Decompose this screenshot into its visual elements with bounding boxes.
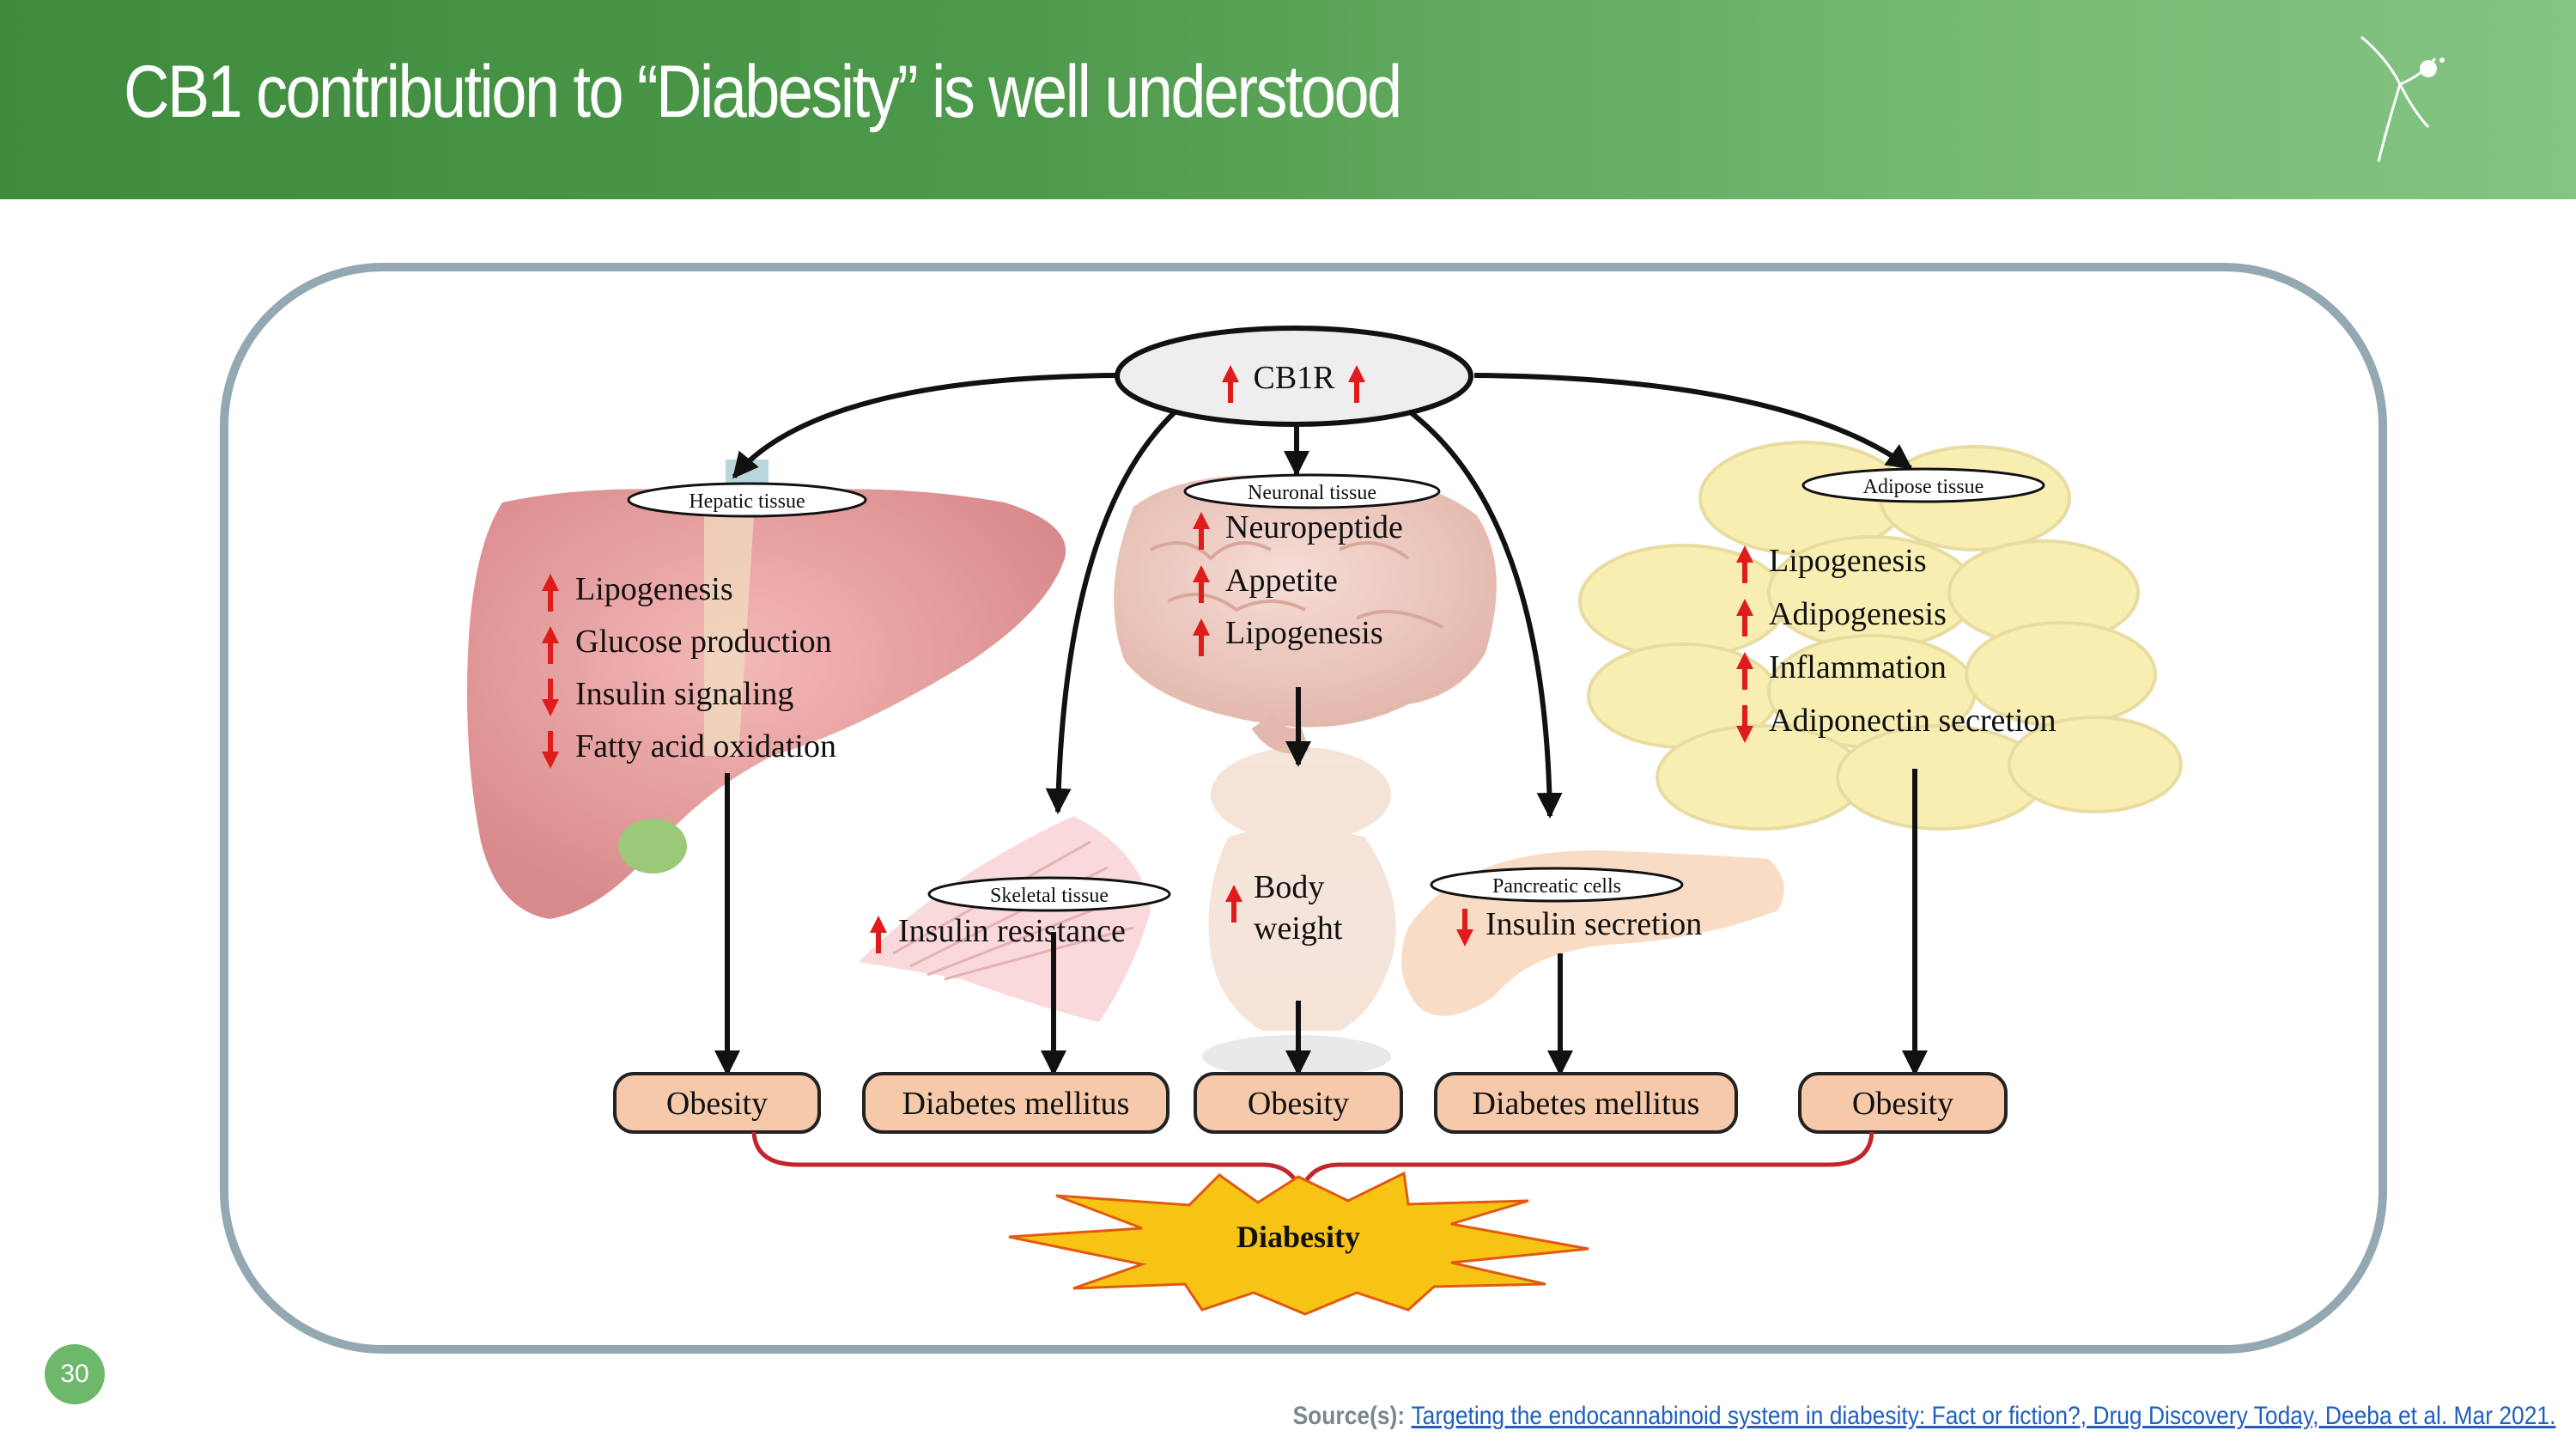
arrow-up-icon [1193, 618, 1210, 656]
connector-arrows [714, 373, 1928, 1076]
hepatic-effect: Fatty acid oxidation [575, 728, 836, 764]
direction-arrows [542, 512, 1753, 953]
outcome-boxes [613, 1072, 2008, 1134]
source-citation: Source(s): Targeting the endocannabinoid… [1292, 1402, 2555, 1431]
arrow-up-icon [1222, 365, 1239, 403]
hepatic-effect: Glucose production [575, 624, 832, 660]
adipose-effect: Lipogenesis [1769, 543, 1927, 579]
skeletal-tissue-label: Skeletal tissue [990, 885, 1109, 907]
neuronal-effect: Lipogenesis [1225, 615, 1383, 651]
logo-figure-icon [2360, 35, 2445, 162]
hepatic-effect: Lipogenesis [575, 571, 733, 607]
hepatic-tissue-label: Hepatic tissue [689, 490, 805, 513]
body-weight-label: Body [1254, 869, 1324, 905]
source-prefix: Source(s): [1292, 1402, 1412, 1430]
arrow-up-icon [870, 916, 887, 953]
adipose-effect: Adiponectin secretion [1769, 703, 2057, 739]
body-weight-label: weight [1254, 910, 1343, 947]
arrow-up-icon [1193, 512, 1210, 550]
pancreatic-effect: Insulin secretion [1485, 906, 1702, 942]
source-link[interactable]: Targeting the endocannabinoid system in … [1411, 1402, 2555, 1430]
adipose-illustration [1578, 441, 2183, 831]
arrow-up-icon [542, 574, 559, 612]
arrow-down-icon [1456, 909, 1473, 947]
skeletal-effect: Insulin resistance [898, 913, 1126, 949]
outcome-label: Obesity [1852, 1086, 1953, 1122]
neuronal-effect: Appetite [1225, 563, 1338, 599]
arrow-up-icon [1736, 652, 1753, 690]
outcome-label: Obesity [1248, 1086, 1349, 1122]
arrow-down-icon [542, 679, 559, 716]
adipose-tissue-label: Adipose tissue [1863, 476, 1984, 498]
arrow-up-icon [1736, 599, 1753, 636]
diabesity-burst [1008, 1171, 1589, 1316]
arrow-up-icon [1225, 885, 1242, 922]
arrow-down-icon [1736, 705, 1753, 743]
neuronal-tissue-label: Neuronal tissue [1248, 482, 1376, 504]
cb1r-node [1115, 326, 1473, 427]
arrow-up-icon [1193, 565, 1210, 603]
adipose-effect: Inflammation [1769, 649, 1947, 685]
title-bar [0, 0, 2576, 199]
neuronal-effect: Neuropeptide [1225, 509, 1403, 545]
outcome-label: Diabetes mellitus [1473, 1086, 1700, 1122]
arrow-down-icon [542, 731, 559, 769]
cb1r-arrows [1222, 365, 1365, 403]
brain-illustration [1114, 475, 1497, 754]
page-number: 30 [45, 1344, 105, 1404]
outcome-label: Diabetes mellitus [902, 1086, 1130, 1122]
arrow-up-icon [1348, 365, 1365, 403]
arrow-up-icon [542, 626, 559, 664]
arrow-up-icon [1736, 545, 1753, 583]
diabesity-label: Diabesity [1236, 1220, 1360, 1254]
body-silhouette [1202, 747, 1396, 1078]
slide-title: CB1 contribution to “Diabesity” is well … [124, 51, 1402, 133]
pancreatic-cells-label: Pancreatic cells [1492, 875, 1621, 898]
tissue-label-ovals [627, 467, 2045, 912]
cb1r-label: CB1R [1253, 360, 1335, 396]
adipose-effect: Adipogenesis [1769, 596, 1947, 632]
hepatic-effect: Insulin signaling [575, 676, 793, 712]
liver-illustration [467, 460, 1066, 919]
outcome-label: Obesity [666, 1086, 768, 1122]
